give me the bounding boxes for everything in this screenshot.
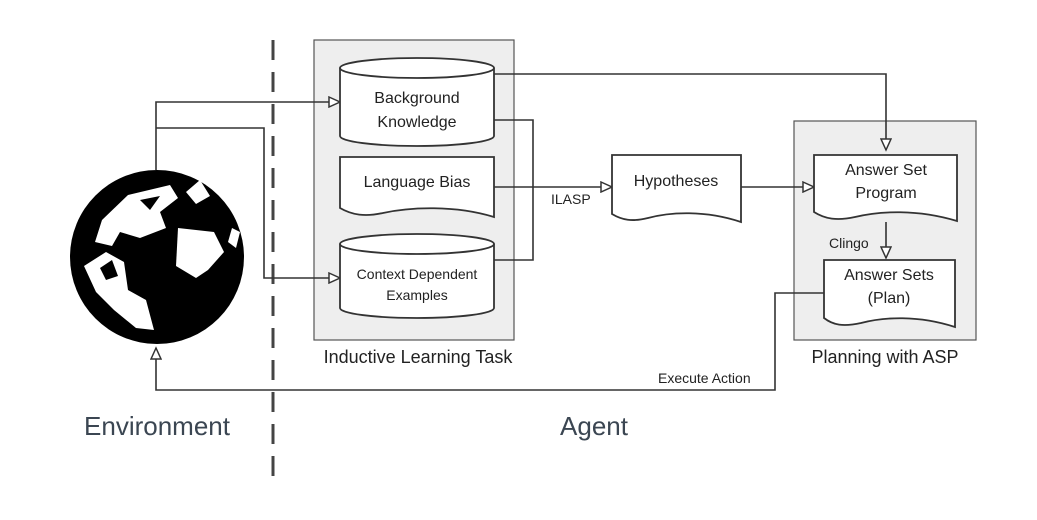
background-knowledge-line1: Background	[374, 90, 459, 107]
context-examples-node: Context Dependent Examples	[339, 233, 495, 319]
edges	[155, 73, 886, 391]
answer-sets-line2: (Plan)	[868, 290, 911, 307]
edge-background-to-program	[494, 73, 886, 150]
answer-set-program-line2: Program	[855, 185, 916, 202]
planning-panel-caption: Planning with ASP	[811, 347, 958, 367]
answer-set-program-line1: Answer Set	[845, 162, 927, 179]
answer-sets-line1: Answer Sets	[844, 267, 934, 284]
context-examples-line2: Examples	[386, 287, 447, 303]
edge-env-to-background	[155, 102, 340, 170]
ilasp-label: ILASP	[551, 191, 591, 207]
agent-label: Agent	[560, 411, 629, 441]
background-knowledge-line2: Knowledge	[377, 114, 456, 131]
edge-background-examples-merge	[494, 119, 534, 261]
background-knowledge-node: Background Knowledge	[339, 57, 495, 147]
ilt-panel-caption: Inductive Learning Task	[324, 347, 514, 367]
globe-icon	[70, 170, 244, 344]
answer-sets-node: Answer Sets (Plan)	[823, 259, 956, 329]
execute-action-label: Execute Action	[658, 370, 751, 386]
edge-env-to-examples	[156, 127, 340, 278]
context-examples-line1: Context Dependent	[357, 266, 478, 282]
edge-execute-action	[156, 292, 824, 391]
environment-label: Environment	[84, 411, 231, 441]
language-bias-label: Language Bias	[364, 174, 471, 191]
hypotheses-label: Hypotheses	[634, 173, 719, 190]
language-bias-node: Language Bias	[339, 156, 495, 219]
clingo-label: Clingo	[829, 235, 869, 251]
answer-set-program-node: Answer Set Program	[813, 154, 958, 223]
hypotheses-node: Hypotheses	[611, 154, 742, 224]
